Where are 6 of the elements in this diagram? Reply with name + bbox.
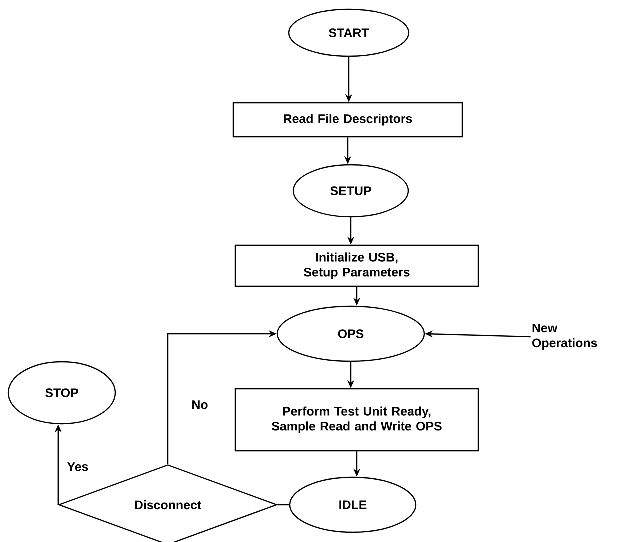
input-label: New Operations <box>532 324 598 350</box>
process-box: Initialize USB, Setup Parameters <box>234 244 480 288</box>
process-box: Read File Descriptors <box>232 102 464 138</box>
process-box: Perform Test Unit Ready, Sample Read and Write OPS <box>234 388 480 452</box>
edge-label: Yes <box>66 462 90 472</box>
edge-label: No <box>190 400 210 410</box>
